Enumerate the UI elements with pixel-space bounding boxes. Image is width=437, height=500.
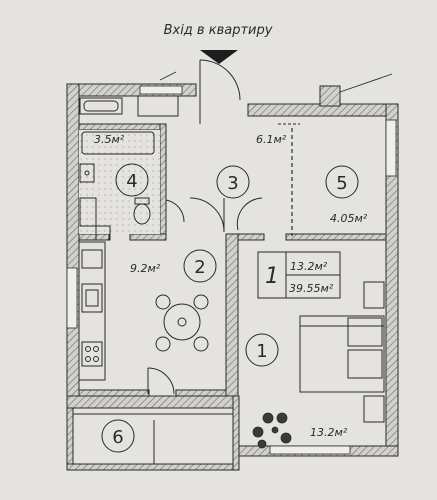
kitchen-counter xyxy=(78,241,106,381)
dining-table xyxy=(155,294,209,352)
balcony-window xyxy=(73,413,233,464)
room-markers xyxy=(101,163,359,453)
room-6-number: 6 xyxy=(112,427,123,448)
bed xyxy=(299,281,385,423)
plant-icon xyxy=(252,412,292,449)
interior-walls xyxy=(78,123,387,397)
vent-line xyxy=(339,73,393,93)
room-3-area: 6.1м² xyxy=(256,133,287,146)
summary-total-area: 39.55м² xyxy=(289,282,334,295)
room-1-area: 13.2м² xyxy=(310,426,348,439)
room-5-area: 4.05м² xyxy=(330,212,368,225)
summary-rooms-count: 1 xyxy=(265,264,279,289)
room-4-number: 4 xyxy=(126,171,137,192)
room-2-area: 9.2м² xyxy=(130,262,161,275)
entrance-arrow-icon xyxy=(200,50,238,64)
room-3-number: 3 xyxy=(227,173,238,194)
room-4-area: 3.5м² xyxy=(94,133,125,146)
summary-living-area: 13.2м² xyxy=(290,260,328,273)
windows xyxy=(66,85,397,455)
doors xyxy=(147,59,263,395)
bathroom-fixtures xyxy=(79,95,179,241)
room-2-number: 2 xyxy=(194,257,205,278)
room-1-number: 1 xyxy=(256,341,267,362)
entrance-label: Вхід в квартиру xyxy=(164,23,273,38)
room-5-number: 5 xyxy=(336,173,347,194)
apartment-summary: 1 13.2м² 39.55м² xyxy=(257,251,341,299)
